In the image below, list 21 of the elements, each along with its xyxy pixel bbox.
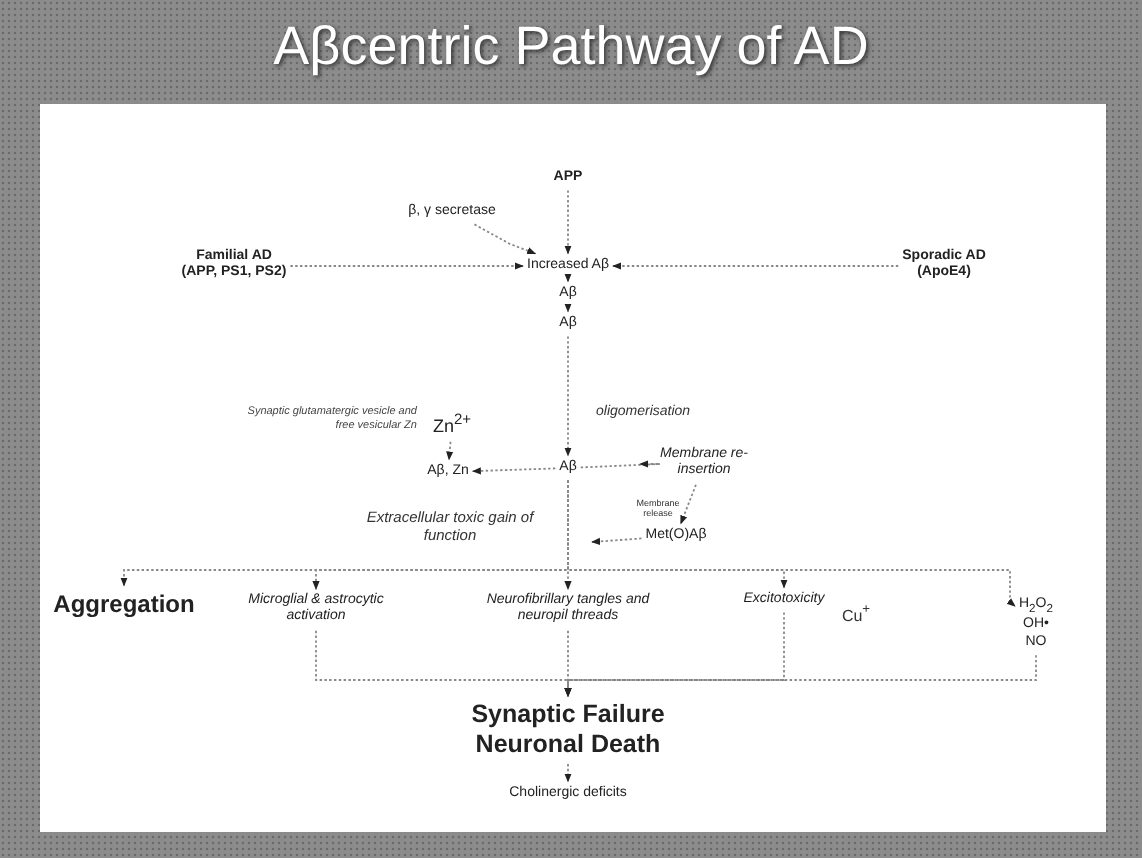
node-text: Neuronal Death bbox=[473, 730, 663, 760]
arrow bbox=[564, 335, 572, 457]
arrow bbox=[679, 483, 697, 525]
arrow bbox=[473, 223, 537, 255]
annotation-text: Cu$^{+}$ bbox=[841, 603, 871, 625]
node-text: Aggregation bbox=[53, 589, 195, 619]
node-text: Zn$^{2+}$ bbox=[432, 410, 472, 438]
node-text: Synaptic Failure bbox=[471, 700, 665, 730]
arrow bbox=[471, 467, 557, 475]
arrow bbox=[612, 262, 900, 270]
slide-title: Aβcentric Pathway of AD bbox=[271, 16, 871, 78]
arrow bbox=[567, 479, 1016, 608]
arrow bbox=[564, 303, 572, 313]
arrow bbox=[591, 537, 643, 545]
arrow bbox=[564, 273, 572, 283]
arrow bbox=[564, 763, 572, 783]
arrow bbox=[564, 189, 572, 255]
arrow bbox=[289, 262, 524, 270]
arrow bbox=[579, 460, 661, 469]
arrow bbox=[446, 440, 454, 461]
arrow bbox=[564, 654, 1037, 697]
